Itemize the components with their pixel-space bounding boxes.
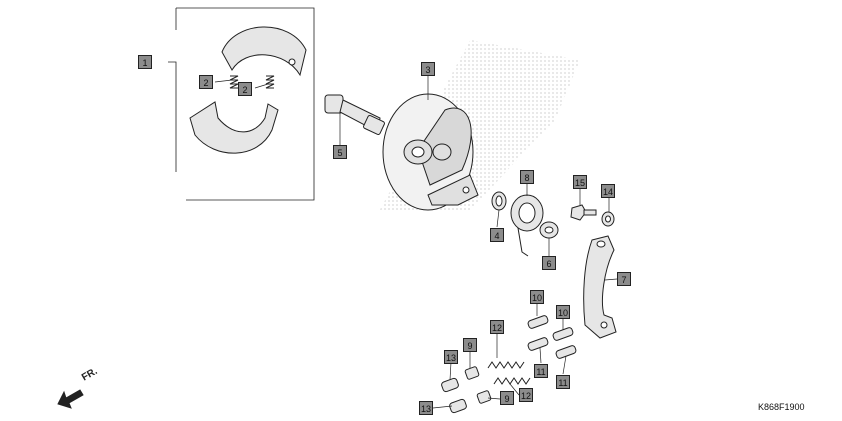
callout-13: 13: [419, 401, 433, 415]
callout-12: 12: [519, 388, 533, 402]
dust-seal: [491, 191, 507, 211]
callout-10: 10: [530, 290, 544, 304]
bolt: [570, 204, 597, 221]
brake-shoe-upper: [221, 26, 307, 77]
brake-shoe-group-bracket: [168, 7, 315, 201]
indicator-washer: [539, 221, 559, 239]
shoe-springs: [229, 75, 275, 89]
callout-14: 14: [601, 184, 615, 198]
brake-shoe-lower: [189, 101, 279, 154]
callout-2: 2: [238, 82, 252, 96]
callout-8: 8: [520, 170, 534, 184]
wear-indicator-plate: [510, 194, 544, 257]
bushings: [441, 377, 467, 414]
callout-6: 6: [542, 256, 556, 270]
callout-3: 3: [421, 62, 435, 76]
leader-lines: [214, 76, 618, 409]
callout-13: 13: [444, 350, 458, 364]
callout-9: 9: [500, 391, 514, 405]
callout-2: 2: [199, 75, 213, 89]
nut: [601, 211, 615, 227]
callout-5: 5: [333, 145, 347, 159]
collars: [464, 366, 492, 404]
callout-11: 11: [534, 364, 548, 378]
damper-springs: [487, 361, 531, 385]
callout-12: 12: [490, 320, 504, 334]
stopper-arm: [583, 235, 617, 339]
front-direction-arrow: [57, 389, 84, 409]
callout-7: 7: [617, 272, 631, 286]
callout-15: 15: [573, 175, 587, 189]
brake-cam-shaft: [324, 94, 385, 135]
callout-1: 1: [138, 55, 152, 69]
rubber-bushes: [527, 315, 577, 359]
brake-panel: [382, 93, 479, 211]
diagram-code: K868F1900: [758, 402, 805, 412]
callout-4: 4: [490, 228, 504, 242]
callout-11: 11: [556, 375, 570, 389]
callout-9: 9: [463, 338, 477, 352]
callout-10: 10: [556, 305, 570, 319]
